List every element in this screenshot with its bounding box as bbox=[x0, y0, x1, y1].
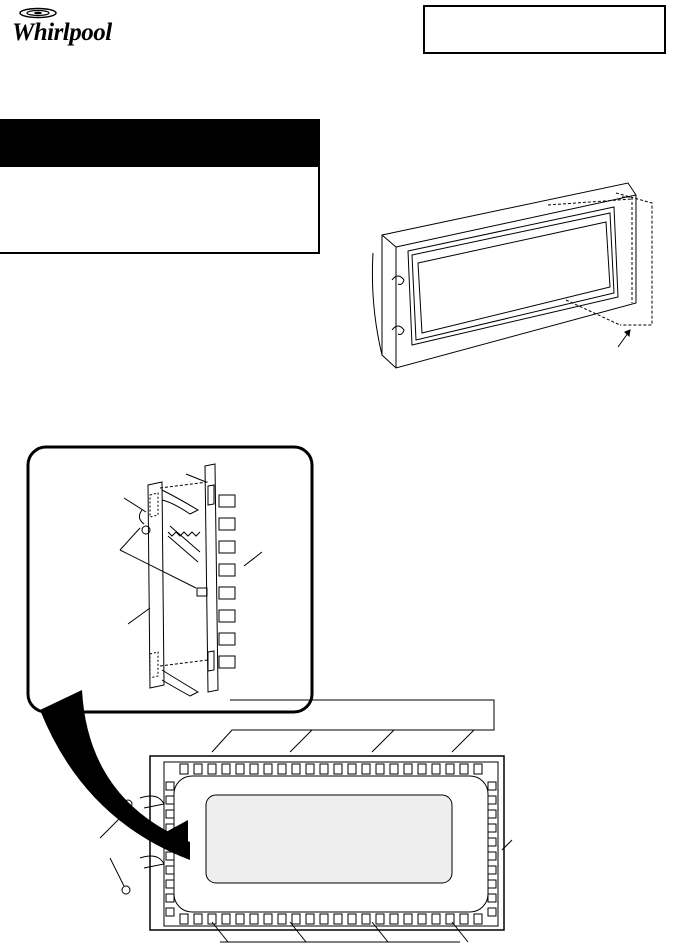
frame-tab bbox=[319, 763, 329, 775]
frame-tab bbox=[235, 913, 245, 925]
latch-lever bbox=[138, 481, 200, 697]
frame-tab bbox=[459, 913, 469, 925]
frame-hinge-side bbox=[121, 795, 165, 895]
reference-box bbox=[423, 5, 666, 54]
frame-tab bbox=[207, 913, 217, 925]
frame-tab bbox=[487, 865, 497, 875]
logo-swoosh-icon bbox=[19, 7, 57, 19]
frame-tab bbox=[347, 913, 357, 925]
warning-header bbox=[0, 121, 318, 167]
door-frame-figure bbox=[40, 690, 513, 943]
frame-window bbox=[205, 794, 453, 884]
frame-tab bbox=[263, 913, 273, 925]
frame-tab bbox=[487, 823, 497, 833]
frame-tab bbox=[375, 913, 385, 925]
door-choke-panel bbox=[547, 192, 653, 326]
latch-guide-lines bbox=[159, 481, 209, 667]
door-handle-recesses bbox=[391, 275, 405, 335]
frame-tab bbox=[403, 763, 413, 775]
frame-tab bbox=[235, 763, 245, 775]
frame-tab bbox=[487, 907, 497, 917]
frame-tab bbox=[277, 913, 287, 925]
frame-tab bbox=[361, 763, 371, 775]
latch-spring bbox=[167, 525, 201, 563]
frame-tab bbox=[277, 763, 287, 775]
frame-tab bbox=[417, 763, 427, 775]
frame-tab bbox=[333, 913, 343, 925]
frame-tab bbox=[305, 763, 315, 775]
frame-tab bbox=[319, 913, 329, 925]
frame-tab bbox=[179, 763, 189, 775]
frame-tab bbox=[445, 913, 455, 925]
frame-tab bbox=[361, 913, 371, 925]
inset-pointer bbox=[40, 690, 190, 860]
frame-tab bbox=[165, 851, 175, 861]
frame-tab bbox=[487, 893, 497, 903]
frame-tab bbox=[431, 763, 441, 775]
frame-tab bbox=[165, 809, 175, 819]
latch-callout-arrows bbox=[119, 473, 263, 625]
warning-box bbox=[0, 119, 320, 254]
frame-tab bbox=[249, 913, 259, 925]
latch-bracket bbox=[196, 463, 236, 693]
frame-insert-arrow bbox=[166, 820, 188, 846]
frame-tab bbox=[375, 763, 385, 775]
frame-tab bbox=[165, 893, 175, 903]
frame-tab bbox=[221, 913, 231, 925]
frame-tab bbox=[403, 913, 413, 925]
frame-tab bbox=[291, 913, 301, 925]
frame-tab bbox=[487, 851, 497, 861]
frame-tab bbox=[305, 913, 315, 925]
frame-tab bbox=[347, 763, 357, 775]
door-inner-window bbox=[407, 206, 619, 346]
frame-tab bbox=[487, 837, 497, 847]
frame-tab bbox=[431, 913, 441, 925]
logo-wordmark: Whirlpool bbox=[12, 19, 112, 46]
frame-tab bbox=[263, 763, 273, 775]
frame-tab bbox=[389, 763, 399, 775]
frame-tab bbox=[165, 879, 175, 889]
frame-tab bbox=[165, 781, 175, 791]
frame-tab bbox=[165, 865, 175, 875]
frame-tab bbox=[487, 781, 497, 791]
frame-tab bbox=[207, 763, 217, 775]
frame-tab bbox=[333, 763, 343, 775]
frame-tab bbox=[389, 913, 399, 925]
frame-tab bbox=[473, 763, 483, 775]
frame-tab bbox=[165, 795, 175, 805]
frame-tab bbox=[221, 763, 231, 775]
frame-tab bbox=[193, 913, 203, 925]
latch-detail-frame bbox=[26, 445, 314, 714]
frame-tab bbox=[459, 763, 469, 775]
frame-tab bbox=[487, 879, 497, 889]
frame-tab bbox=[193, 763, 203, 775]
whirlpool-logo: Whirlpool bbox=[8, 6, 123, 52]
door-assembly-figure bbox=[371, 182, 653, 369]
frame-tab bbox=[165, 837, 175, 847]
frame-tab bbox=[487, 795, 497, 805]
frame-tab bbox=[473, 913, 483, 925]
frame-tab bbox=[487, 809, 497, 819]
frame-tab bbox=[179, 913, 189, 925]
latch-detail-figure bbox=[26, 445, 314, 714]
frame-tab bbox=[445, 763, 455, 775]
door-callout-arrow bbox=[617, 329, 631, 348]
frame-callout-arrows bbox=[99, 699, 513, 943]
frame-outer bbox=[149, 755, 505, 931]
door-outer-frame bbox=[371, 182, 637, 369]
frame-tab bbox=[249, 763, 259, 775]
frame-tab bbox=[291, 763, 301, 775]
frame-tab bbox=[417, 913, 427, 925]
frame-tab bbox=[165, 907, 175, 917]
frame-tabs bbox=[165, 763, 497, 925]
